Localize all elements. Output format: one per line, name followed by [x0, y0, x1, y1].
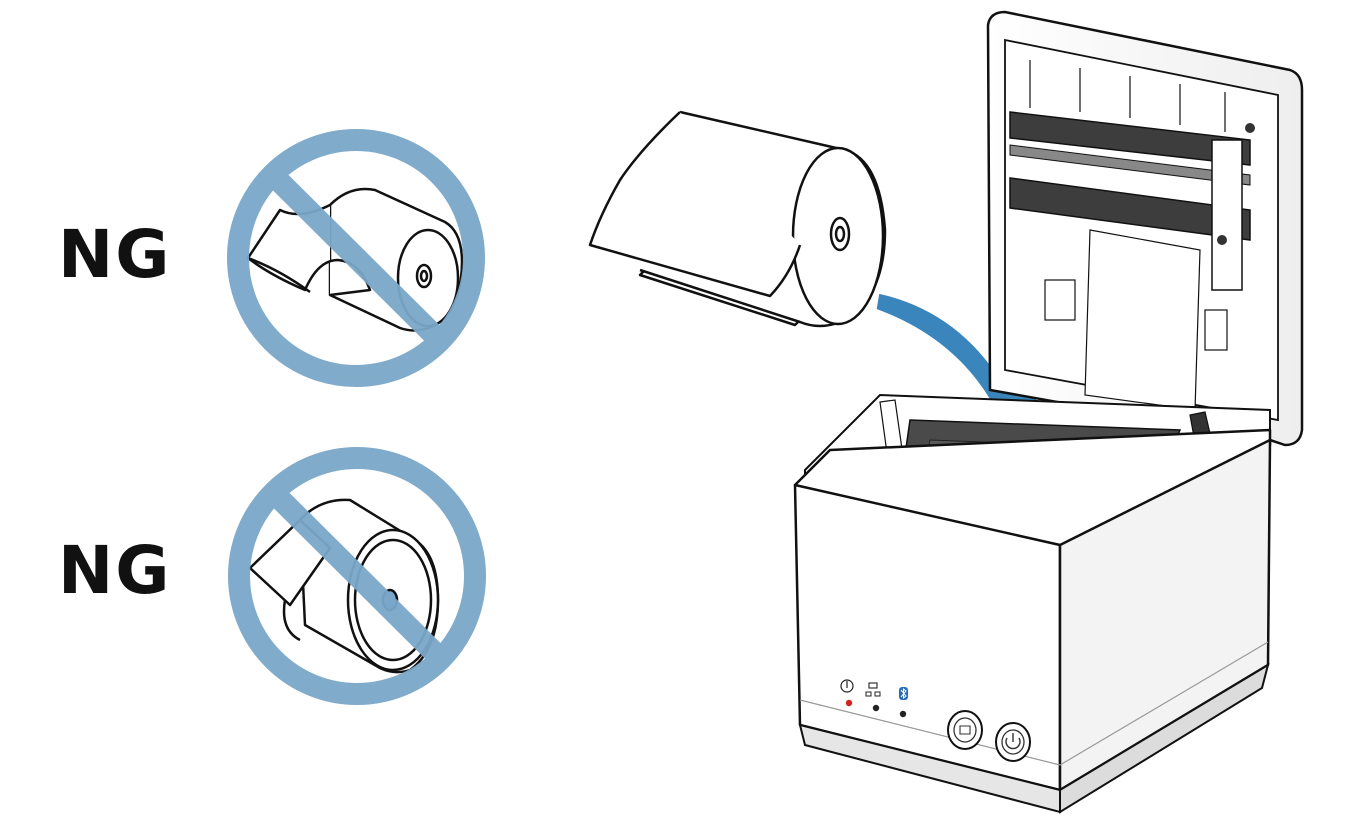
printer-body	[793, 428, 1272, 814]
power-button[interactable]	[995, 722, 1031, 762]
ng-label-bottom: NG	[58, 532, 172, 609]
printer	[793, 10, 1304, 814]
ng-label-top: NG	[58, 216, 172, 293]
feed-button[interactable]	[947, 710, 983, 750]
bluetooth-indicator-icon	[899, 687, 908, 718]
paper-roll-wrong-orientation-icon	[248, 498, 440, 674]
power-indicator-icon	[840, 679, 854, 707]
network-indicator-icon	[865, 682, 881, 712]
printer-open-cover	[986, 10, 1304, 447]
ng-roll-bottom-illustration	[228, 447, 486, 705]
prohibited-sign-icon	[228, 447, 486, 705]
printer-indicator-panel	[840, 679, 908, 718]
paper-roll-correct-icon	[588, 110, 887, 328]
prohibited-sign-icon	[227, 129, 485, 387]
ng-roll-top-illustration	[227, 129, 485, 387]
